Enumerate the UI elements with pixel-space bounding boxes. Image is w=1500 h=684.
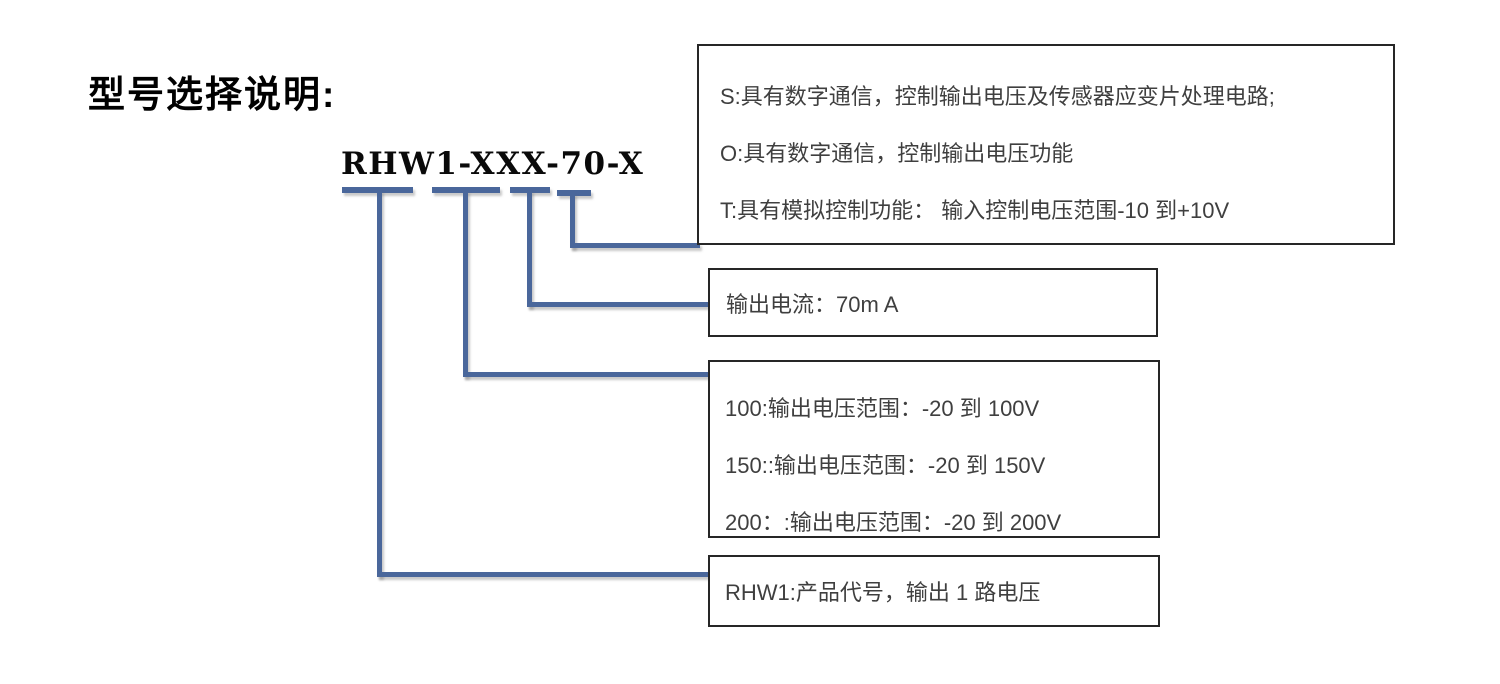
voltage-option-150: 150::输出电压范围：-20 到 150V	[725, 453, 1046, 478]
voltage-option-100: 100:输出电压范围：-20 到 100V	[725, 396, 1040, 421]
connector-product-horizontal	[377, 572, 708, 577]
connector-current-horizontal	[527, 302, 708, 307]
connector-product-stem	[377, 190, 382, 577]
suffix-option-o: O:具有数字通信，控制输出电压功能	[720, 141, 1074, 166]
page-title: 型号选择说明:	[88, 74, 337, 115]
product-code-label: RHW1:产品代号，输出 1 路电压	[725, 580, 1041, 605]
connector-suffix-stem	[570, 193, 575, 248]
connector-current-stem	[527, 190, 532, 307]
suffix-option-s: S:具有数字通信，控制输出电压及传感器应变片处理电路;	[720, 84, 1275, 109]
voltage-option-200: 200：:输出电压范围：-20 到 200V	[725, 510, 1062, 535]
connector-voltage-stem	[463, 190, 468, 377]
suffix-option-t: T:具有模拟控制功能： 输入控制电压范围-10 到+10V	[720, 198, 1230, 223]
model-code: RHW1-XXX-70-X	[341, 146, 645, 182]
output-current-label: 输出电流：70m A	[726, 291, 899, 317]
product-code-box: RHW1:产品代号，输出 1 路电压	[708, 555, 1160, 627]
connector-voltage-horizontal	[463, 372, 708, 377]
output-current-box: 输出电流：70m A	[708, 268, 1158, 337]
suffix-description-box: S:具有数字通信，控制输出电压及传感器应变片处理电路; O:具有数字通信，控制输…	[697, 44, 1395, 245]
voltage-range-box: 100:输出电压范围：-20 到 100V 150::输出电压范围：-20 到 …	[708, 360, 1160, 538]
connector-suffix-horizontal	[570, 243, 700, 248]
